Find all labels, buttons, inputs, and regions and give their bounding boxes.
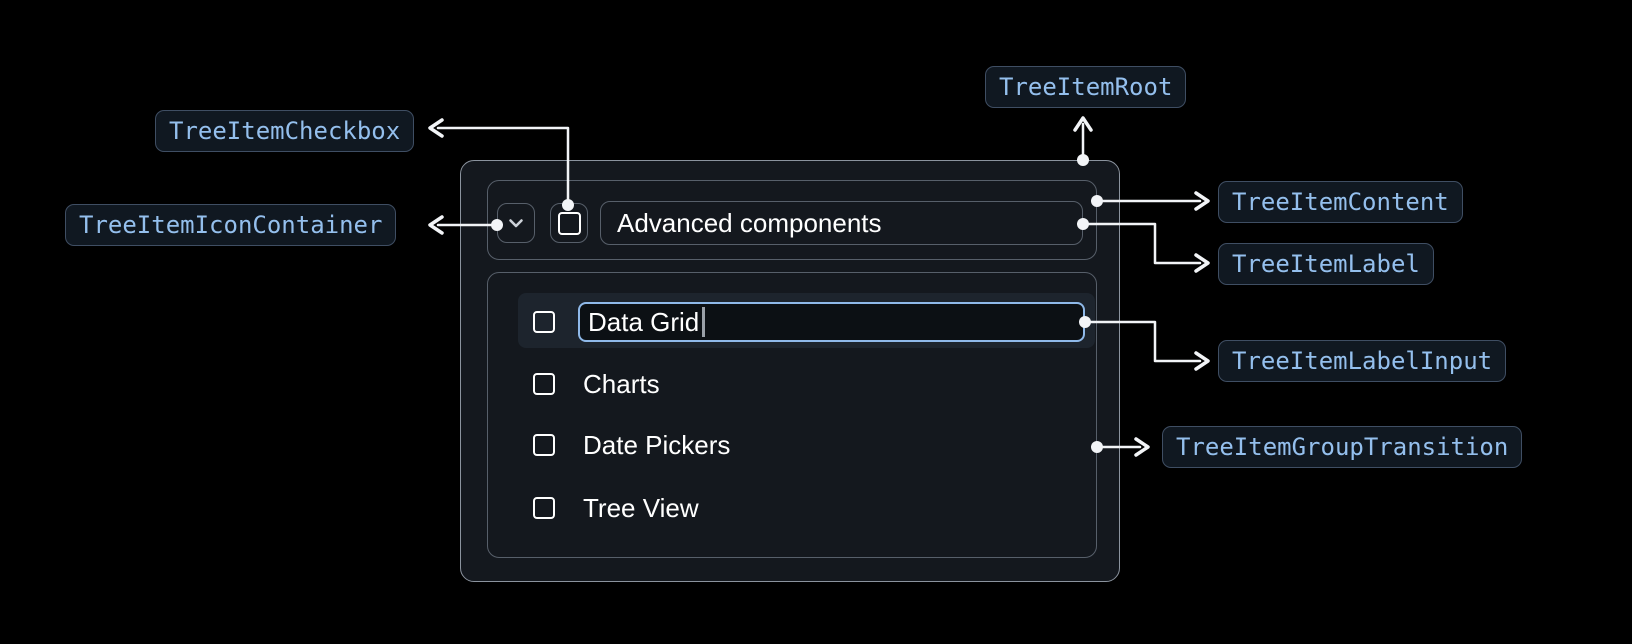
arrowhead-right-icon xyxy=(1194,253,1210,273)
tree-item-group-transition xyxy=(487,272,1097,558)
text-cursor xyxy=(702,307,705,337)
tree-row-editing[interactable]: Data Grid xyxy=(518,293,1095,348)
checkbox-icon[interactable] xyxy=(533,373,555,395)
badge-tree-item-label-input: TreeItemLabelInput xyxy=(1218,340,1507,382)
arrowhead-left-icon xyxy=(428,215,444,235)
tree-item-label-input[interactable]: Data Grid xyxy=(578,302,1085,342)
checkbox-icon[interactable] xyxy=(533,497,555,519)
arrowhead-right-icon xyxy=(1194,191,1210,211)
tree-row[interactable]: Date Pickers xyxy=(518,423,1095,467)
badge-tree-item-content: TreeItemContent xyxy=(1218,181,1463,223)
arrowhead-up-icon xyxy=(1073,116,1093,132)
badge-tree-item-label: TreeItemLabel xyxy=(1218,243,1434,285)
tree-row[interactable]: Charts xyxy=(518,362,1095,406)
badge-tree-item-group-transition: TreeItemGroupTransition xyxy=(1162,426,1523,468)
connector-tree-item-root xyxy=(1073,116,1093,166)
tree-item-label-text: Tree View xyxy=(583,492,699,523)
tree-row[interactable]: Tree View xyxy=(518,486,1095,530)
badge-tree-item-root: TreeItemRoot xyxy=(985,66,1187,108)
tree-item-content[interactable] xyxy=(487,180,1097,260)
tree-item-root xyxy=(460,160,1120,582)
checkbox-icon[interactable] xyxy=(533,311,555,333)
arrowhead-right-icon xyxy=(1194,351,1210,371)
label-input-value: Data Grid xyxy=(588,306,700,337)
tree-item-icon-container[interactable] xyxy=(497,203,535,243)
checkbox-icon xyxy=(557,211,581,235)
badge-tree-item-checkbox: TreeItemCheckbox xyxy=(155,110,415,152)
arrowhead-left-icon xyxy=(428,118,444,138)
tree-item-label-text: Charts xyxy=(583,368,660,399)
tree-item-checkbox[interactable] xyxy=(550,203,588,243)
checkbox-icon[interactable] xyxy=(533,434,555,456)
badge-tree-item-icon-container: TreeItemIconContainer xyxy=(65,204,397,246)
arrowhead-right-icon xyxy=(1134,437,1150,457)
chevron-down-icon xyxy=(509,219,523,228)
tree-item-label-text: Advanced components xyxy=(617,207,882,238)
tree-item-label-text: Date Pickers xyxy=(583,429,731,460)
tree-item-label[interactable]: Advanced components xyxy=(600,201,1083,245)
